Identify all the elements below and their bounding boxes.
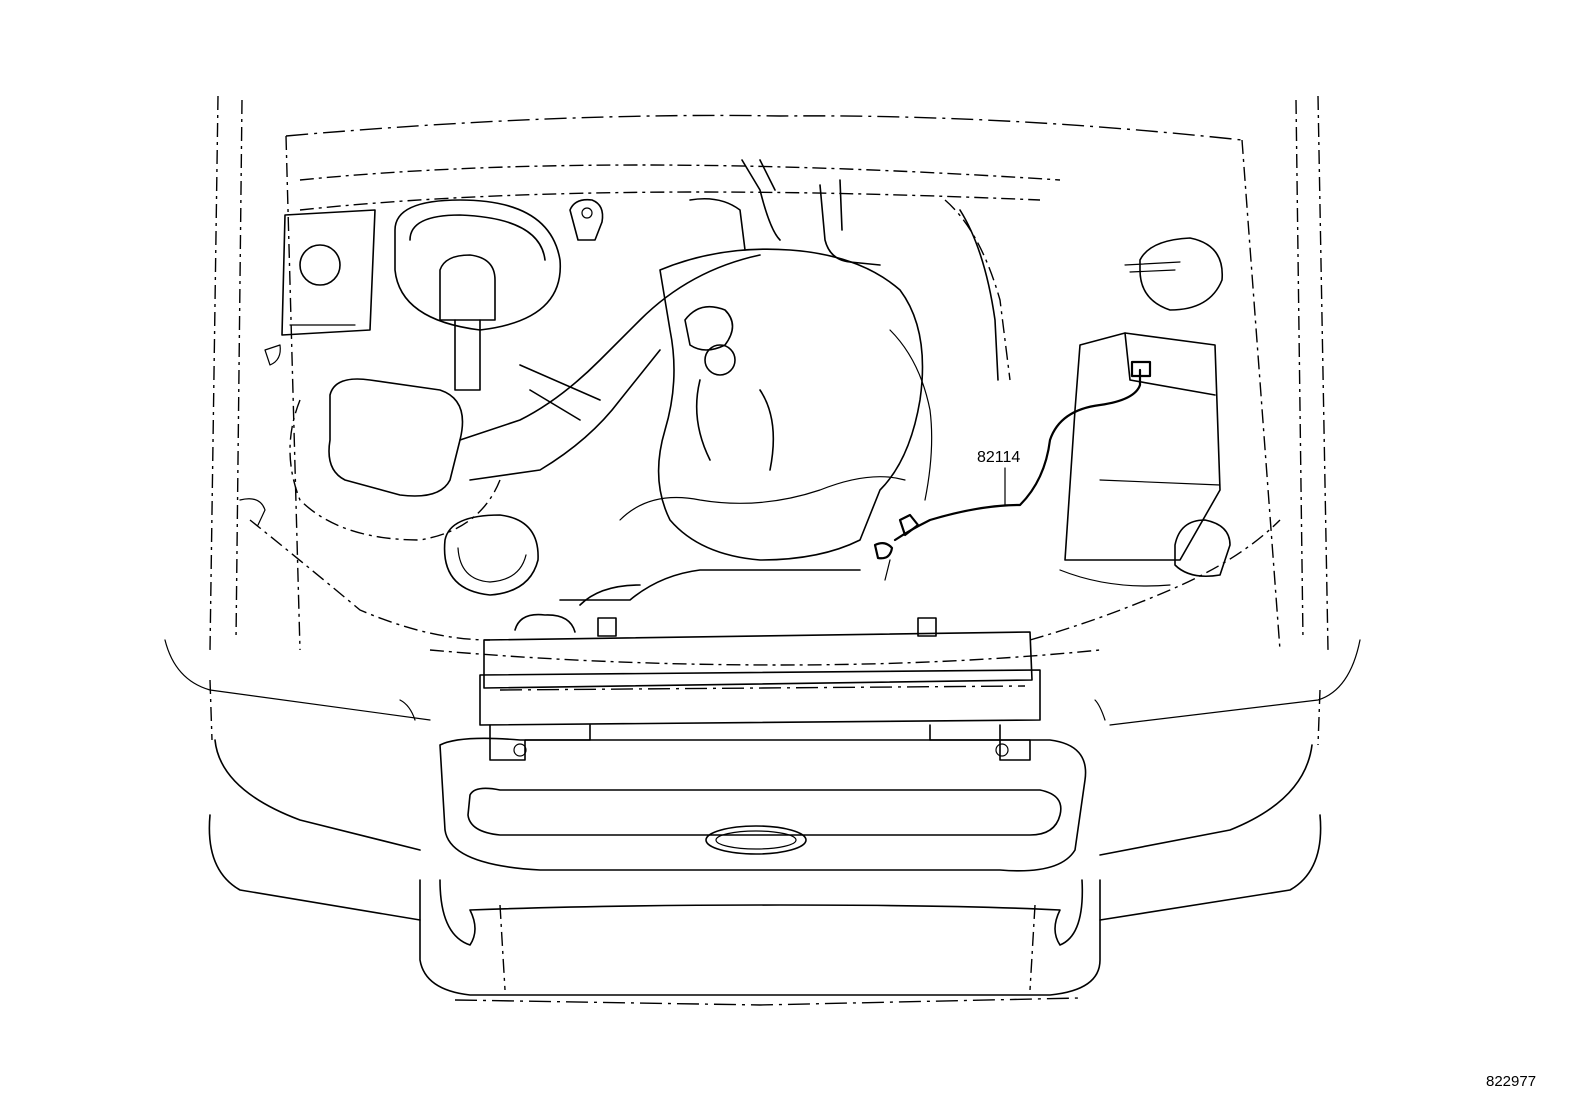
radiator	[479, 613, 1041, 761]
figure-number: 822977	[1486, 1073, 1536, 1090]
body-lines	[239, 164, 1281, 721]
hoses	[689, 159, 1011, 501]
washer-tank	[1059, 519, 1231, 587]
battery	[1064, 237, 1223, 561]
wire-harness-82114	[873, 360, 1152, 581]
air-filter	[289, 254, 761, 596]
grille	[439, 737, 1087, 872]
engine-block	[559, 248, 924, 606]
callout-82114: 82114	[977, 449, 1020, 466]
hood-outline	[164, 95, 1361, 746]
fuse-box	[264, 209, 376, 366]
front-bumper	[208, 739, 1322, 1006]
brake-booster	[394, 198, 604, 391]
